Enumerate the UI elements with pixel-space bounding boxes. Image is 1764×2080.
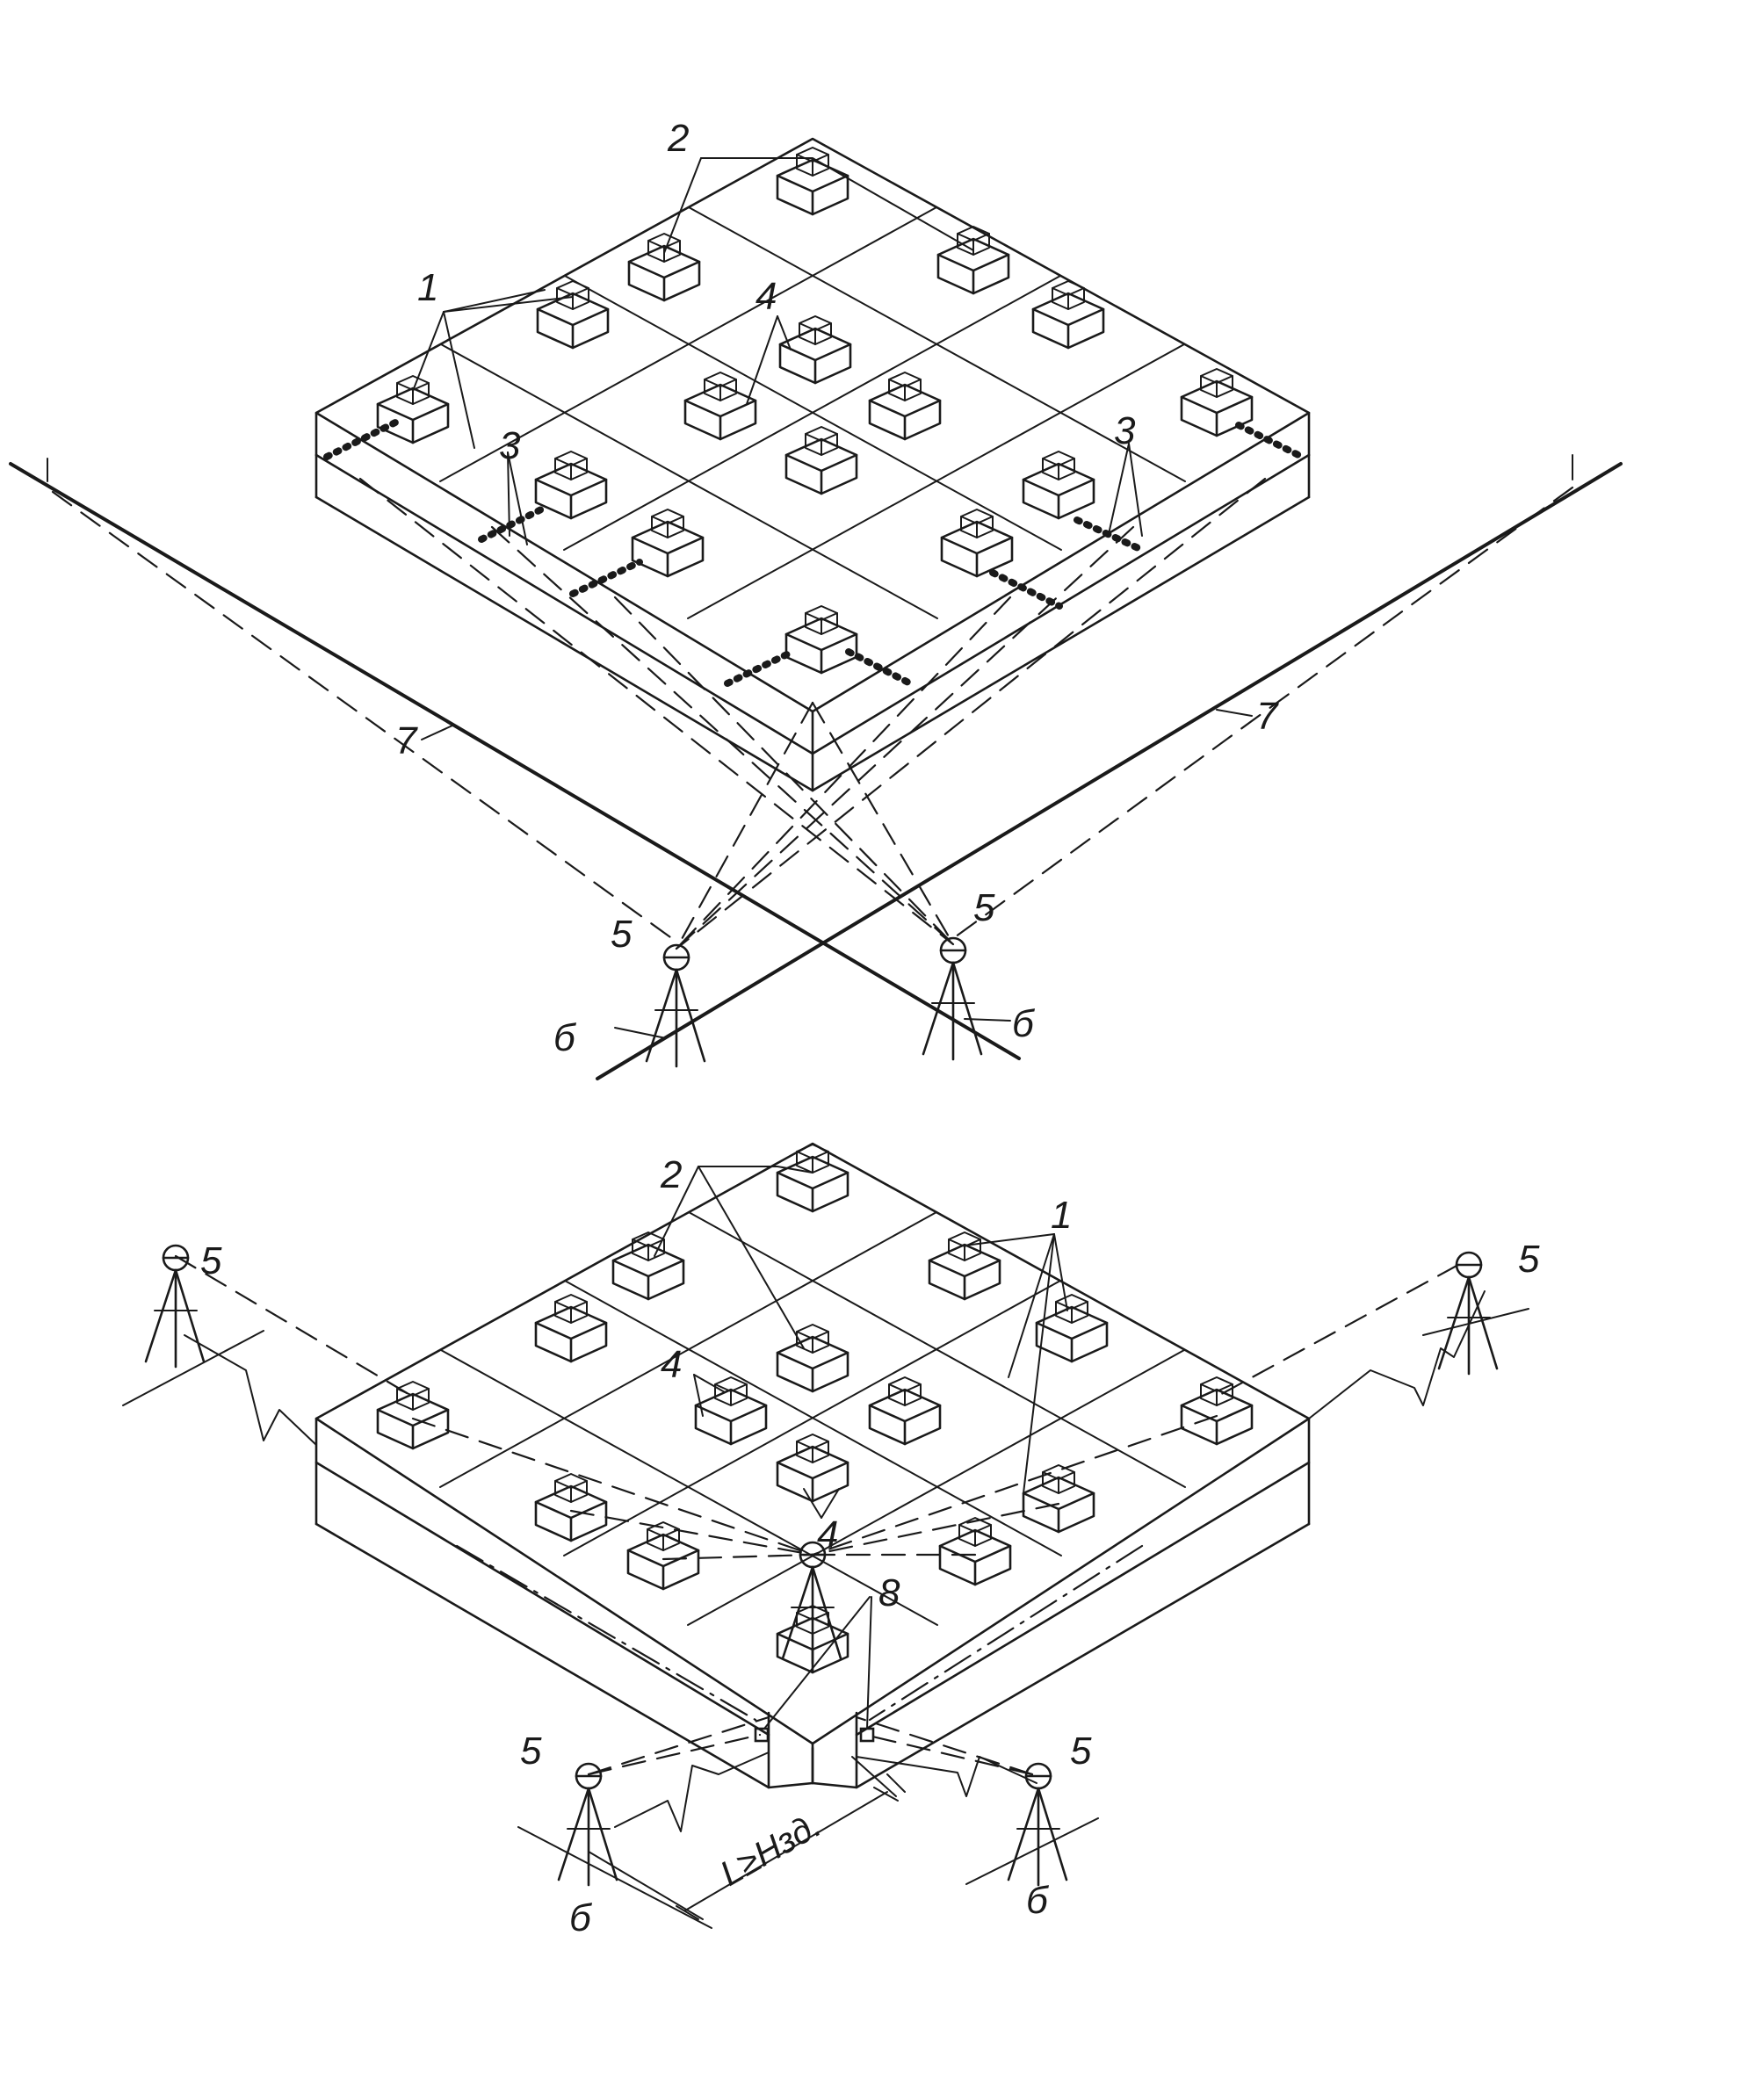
label-2-bottom: 2 bbox=[660, 1153, 682, 1196]
axis-lines bbox=[9, 454, 1623, 1080]
bottom-sight-lines bbox=[174, 1254, 1460, 1776]
top-figure: 2 1 4 3 3 7 7 5 5 б б bbox=[9, 117, 1623, 1080]
bottom-grid bbox=[439, 1211, 1186, 1626]
label-station-right: б bbox=[1012, 1002, 1036, 1045]
top-labels: 2 1 4 3 3 7 7 5 5 б б bbox=[395, 117, 1279, 1059]
label-7-right: 7 bbox=[1256, 695, 1279, 738]
break-lines bbox=[184, 1290, 1486, 1832]
bottom-labels: 2 1 4 4 8 5 5 5 5 б б L≥Hзд. bbox=[200, 1153, 1540, 1939]
rail-tracks bbox=[323, 418, 1302, 687]
label-3-left: 3 bbox=[499, 424, 521, 467]
instrument-far-left bbox=[144, 1244, 206, 1369]
instrument-bottom-left bbox=[557, 1762, 618, 1887]
label-station-bottom-left: б bbox=[569, 1896, 593, 1939]
label-3-right: 3 bbox=[1114, 409, 1136, 452]
top-sight-lines bbox=[358, 477, 1267, 950]
label-station-bottom-right: б bbox=[1026, 1879, 1050, 1922]
label-5-far-left: 5 bbox=[200, 1239, 222, 1282]
label-1: 1 bbox=[417, 266, 438, 309]
top-slab bbox=[314, 137, 1311, 792]
label-8: 8 bbox=[878, 1571, 900, 1614]
label-5-bottom-right: 5 bbox=[1070, 1730, 1092, 1773]
bottom-figure: 2 1 4 4 8 5 5 5 5 б б L≥Hзд. bbox=[122, 1142, 1540, 1939]
label-7-left: 7 bbox=[395, 719, 418, 762]
top-grid bbox=[439, 206, 1186, 619]
label-2: 2 bbox=[667, 117, 689, 160]
label-1-bottom: 1 bbox=[1051, 1194, 1072, 1237]
marks-8 bbox=[754, 1596, 875, 1743]
instrument-left bbox=[645, 943, 706, 1068]
label-4-bottom: 4 bbox=[661, 1343, 682, 1386]
label-distance: L≥Hзд. bbox=[714, 1805, 828, 1893]
bottom-leaders bbox=[654, 1166, 1068, 1519]
label-4-center: 4 bbox=[817, 1513, 838, 1556]
label-5-left: 5 bbox=[611, 913, 633, 956]
label-4: 4 bbox=[755, 275, 777, 318]
label-5-right: 5 bbox=[973, 886, 995, 929]
label-5-bottom-left: 5 bbox=[520, 1730, 542, 1773]
instrument-bottom-right bbox=[1007, 1762, 1068, 1887]
ground-lines bbox=[122, 1308, 1529, 1929]
instrument-right bbox=[922, 936, 983, 1061]
bottom-slab bbox=[314, 1142, 1311, 1789]
bottom-columns bbox=[376, 1143, 1254, 1674]
label-5-far-right: 5 bbox=[1518, 1238, 1540, 1281]
dimension-L bbox=[588, 1756, 899, 1920]
label-station-left: б bbox=[553, 1016, 577, 1059]
instrument-center bbox=[781, 1541, 842, 1665]
top-leaders bbox=[412, 157, 1253, 1039]
